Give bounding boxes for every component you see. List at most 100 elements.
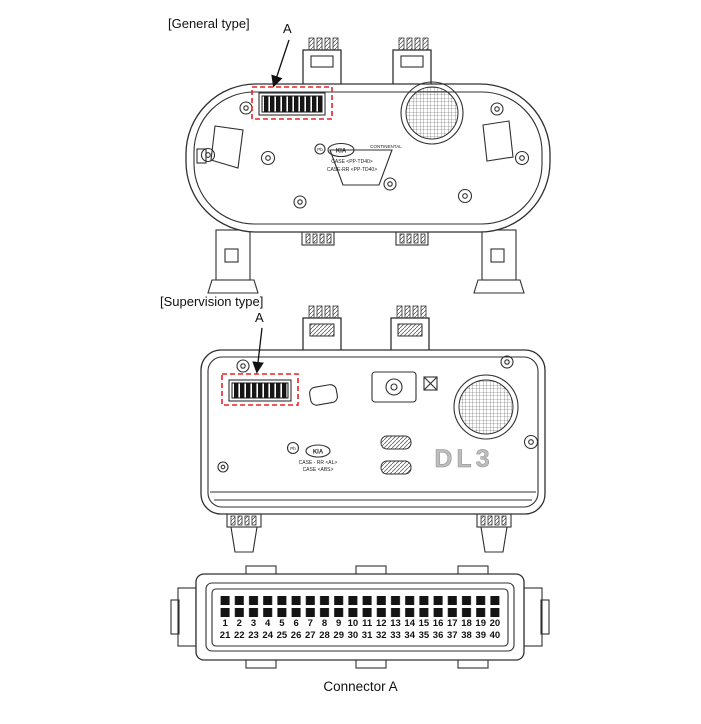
pin-number: 28 (319, 630, 330, 641)
screw (260, 150, 276, 166)
connector-side-latch-right (523, 587, 550, 647)
general-bracket-left (207, 229, 259, 294)
general-body-inner-outline (193, 91, 543, 225)
pin-number: 36 (432, 630, 444, 641)
pin-number: 9 (336, 618, 342, 629)
screw (383, 177, 397, 191)
pin-number: 15 (418, 618, 430, 629)
pin-number: 35 (418, 630, 430, 641)
kia-logo-icon (327, 142, 355, 158)
case-line-1: CASE <PP-TD40> (331, 159, 372, 165)
general-speaker-grille (400, 81, 464, 145)
pin-number: 30 (347, 630, 359, 641)
pin-number: 5 (279, 618, 285, 629)
screw (457, 188, 473, 204)
case-line-2: CASE <ABS> (303, 467, 334, 473)
pin-number: 27 (305, 630, 316, 641)
pin-number: 19 (475, 618, 486, 629)
pin-number: 10 (347, 618, 359, 629)
general-case-markings: Pb KIA CONTINENTAL CASE <PP-TD40> CASE-R… (314, 142, 402, 173)
general-connector-a (251, 86, 333, 120)
general-mount-tab-left (302, 37, 342, 91)
supervision-pointer-arrow (252, 327, 264, 374)
pin-number: 1 (222, 618, 228, 629)
connector-side-latch-left (170, 587, 197, 647)
supervision-body-inner-outline (207, 356, 539, 508)
pin-number: 11 (362, 618, 373, 629)
general-pointer-label: A (283, 21, 292, 36)
screw (523, 434, 539, 450)
pin-number: 22 (234, 630, 245, 641)
pin-number: 6 (293, 618, 299, 629)
pin-number: 14 (404, 618, 415, 629)
kia-logo-text: KIA (336, 149, 347, 155)
pin-number: 17 (447, 618, 458, 629)
general-bottom-connector-right (395, 231, 429, 246)
pb-free-icon (286, 441, 300, 455)
supervision-bottom-connector-left (226, 513, 262, 553)
pin-number: 23 (248, 630, 259, 641)
kia-logo-icon (305, 444, 331, 458)
supervision-connector-a (221, 373, 299, 406)
supervision-back-components (309, 371, 438, 475)
supervision-bottom-connector-right (476, 513, 512, 553)
pin-number: 40 (489, 630, 501, 641)
supervision-pointer-label: A (255, 310, 264, 325)
general-housing-cutouts (196, 120, 514, 186)
pin-number: 24 (262, 630, 273, 641)
pin-number: 12 (376, 618, 387, 629)
pin-number: 2 (236, 618, 242, 629)
general-screws (200, 101, 530, 209)
supervision-screws (217, 355, 539, 473)
pin-number: 18 (461, 618, 472, 629)
connector-a-art (170, 565, 550, 669)
supervision-speaker-grille (453, 374, 519, 440)
screw (490, 102, 504, 116)
kia-logo-text: KIA (313, 450, 324, 456)
pin-number: 16 (432, 618, 444, 629)
supervision-cluster: Pb KIA CASE - RR <AL> CASE <ABS> DL3 (200, 305, 546, 553)
brand-text: CONTINENTAL (370, 144, 402, 149)
pin-number: 39 (475, 630, 486, 641)
supervision-mount-tab-right (390, 305, 430, 355)
pb-free-icon (314, 143, 326, 155)
screw (293, 195, 307, 209)
pin-number: 32 (376, 630, 387, 641)
supervision-case-markings: Pb KIA CASE - RR <AL> CASE <ABS> DL3 (286, 441, 493, 473)
general-pointer-arrow (271, 39, 290, 88)
pin-number: 25 (276, 630, 288, 641)
general-connector-a-highlight (251, 86, 333, 120)
pb-free-text: Pb (290, 446, 296, 451)
pin-number: 3 (250, 618, 257, 629)
supervision-mount-tab-left (302, 305, 342, 355)
pin-number: 33 (390, 630, 401, 641)
pin-number: 38 (461, 630, 472, 641)
screw (217, 461, 229, 473)
screw (500, 355, 514, 369)
connector-caption: Connector A (323, 679, 398, 694)
general-cluster: Pb KIA CONTINENTAL CASE <PP-TD40> CASE-R… (185, 37, 551, 294)
pin-number: 26 (290, 630, 302, 641)
model-code-text: DL3 (434, 445, 493, 473)
pin-number: 29 (333, 630, 344, 641)
pin-number: 4 (265, 618, 271, 629)
general-type-label: [General type] (168, 16, 250, 31)
pin-number: 31 (361, 630, 373, 641)
case-line-2: CASE-RR <PP-TD40> (327, 167, 377, 173)
screw (236, 359, 250, 373)
pb-free-text: Pb (317, 147, 323, 152)
pin-number: 20 (489, 618, 501, 629)
pin-number: 8 (321, 618, 328, 629)
pin-number: 37 (447, 630, 458, 641)
pin-number: 13 (390, 618, 401, 629)
supervision-connector-a-highlight (221, 373, 299, 406)
pin-number: 21 (219, 630, 231, 641)
case-line-1: CASE - RR <AL> (299, 460, 338, 466)
connector-pin-contacts (218, 596, 502, 617)
screw (514, 150, 530, 166)
supervision-type-label: [Supervision type] (160, 294, 264, 309)
